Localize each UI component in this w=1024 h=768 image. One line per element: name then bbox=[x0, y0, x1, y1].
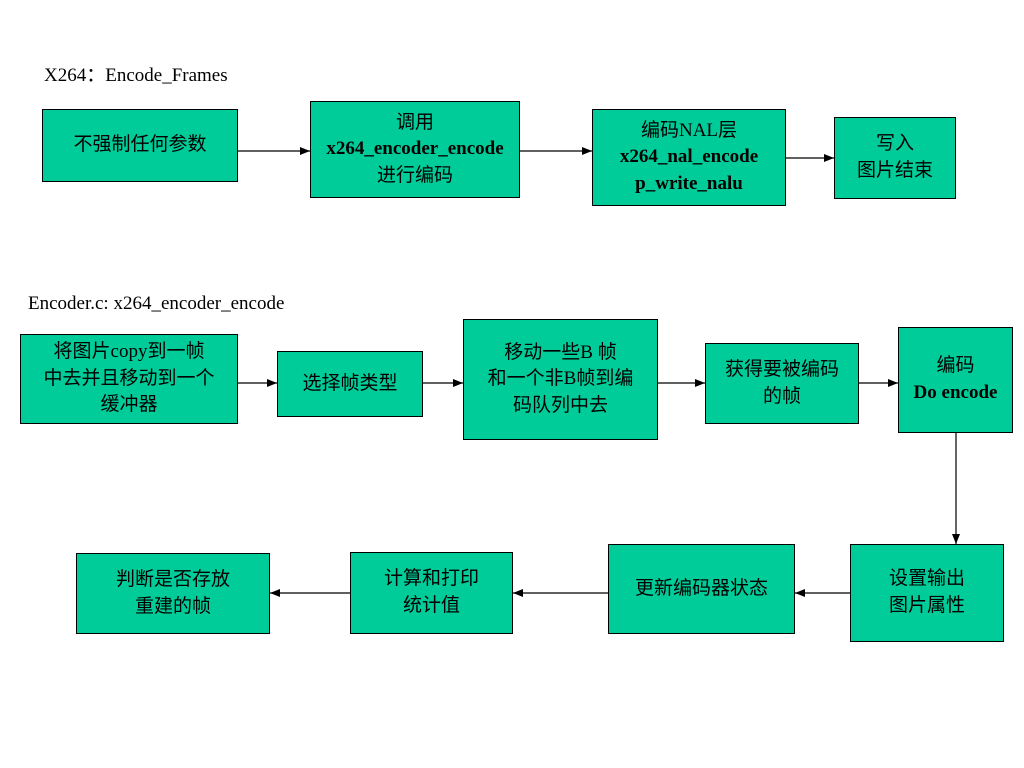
write-nalu-func: p_write_nalu bbox=[635, 172, 743, 194]
no-force-params-text: 不强制任何参数 bbox=[73, 134, 207, 156]
compute-stats-line1: 计算和打印 bbox=[383, 568, 479, 590]
update-encoder-state-box: 更新编码器状态 bbox=[608, 544, 795, 634]
select-frame-type-box: 选择帧类型 bbox=[277, 351, 423, 417]
do-encode-box: 编码 Do encode bbox=[898, 327, 1013, 433]
nal-encode-func: x264_nal_encode bbox=[619, 146, 759, 168]
copy-picture-line3: 缓冲器 bbox=[100, 394, 158, 416]
move-b-frames-box: 移动一些B 帧 和一个非B帧到编 码队列中去 bbox=[463, 319, 658, 440]
decide-store-line2: 重建的帧 bbox=[134, 595, 211, 617]
encoder-encode-func: x264_encoder_encode bbox=[326, 138, 504, 160]
decide-store-recon-box: 判断是否存放 重建的帧 bbox=[76, 553, 270, 634]
encode-label: 编码 bbox=[936, 355, 975, 377]
section1-title: X264：Encode_Frames bbox=[44, 65, 228, 86]
move-b-frames-line2: 和一个非B帧到编 bbox=[487, 368, 634, 390]
get-frame-to-encode-box: 获得要被编码 的帧 bbox=[705, 343, 859, 424]
set-output-line1: 设置输出 bbox=[888, 568, 965, 590]
copy-picture-line1: 将图片copy到一帧 bbox=[53, 341, 205, 363]
no-force-params-box: 不强制任何参数 bbox=[42, 109, 238, 182]
encode-nal-box: 编码NAL层 x264_nal_encode p_write_nalu bbox=[592, 109, 786, 206]
decide-store-line1: 判断是否存放 bbox=[115, 568, 230, 590]
get-frame-line1: 获得要被编码 bbox=[724, 358, 839, 380]
compute-stats-line2: 统计值 bbox=[402, 595, 460, 616]
do-encode-label: Do encode bbox=[913, 382, 998, 403]
encode-nal-label: 编码NAL层 bbox=[640, 119, 738, 141]
copy-picture-line2: 中去并且移动到一个 bbox=[43, 367, 215, 389]
write-label: 写入 bbox=[875, 133, 914, 155]
copy-picture-to-frame-box: 将图片copy到一帧 中去并且移动到一个 缓冲器 bbox=[20, 334, 238, 424]
move-b-frames-line3: 码队列中去 bbox=[512, 394, 608, 416]
section2-title: Encoder.c: x264_encoder_encode bbox=[28, 293, 285, 314]
write-picture-end-box: 写入 图片结束 bbox=[834, 117, 956, 199]
picture-end-label: 图片结束 bbox=[856, 160, 933, 181]
compute-print-stats-box: 计算和打印 统计值 bbox=[350, 552, 513, 634]
update-encoder-state-text: 更新编码器状态 bbox=[634, 577, 768, 599]
call-label: 调用 bbox=[395, 111, 434, 133]
set-output-line2: 图片属性 bbox=[888, 595, 965, 616]
move-b-frames-line1: 移动一些B 帧 bbox=[504, 341, 617, 363]
set-output-picture-props-box: 设置输出 图片属性 bbox=[850, 544, 1004, 642]
get-frame-line2: 的帧 bbox=[762, 385, 801, 407]
select-frame-type-text: 选择帧类型 bbox=[302, 372, 398, 394]
do-encoding-label: 进行编码 bbox=[376, 164, 453, 186]
call-encoder-encode-box: 调用 x264_encoder_encode 进行编码 bbox=[310, 101, 520, 198]
